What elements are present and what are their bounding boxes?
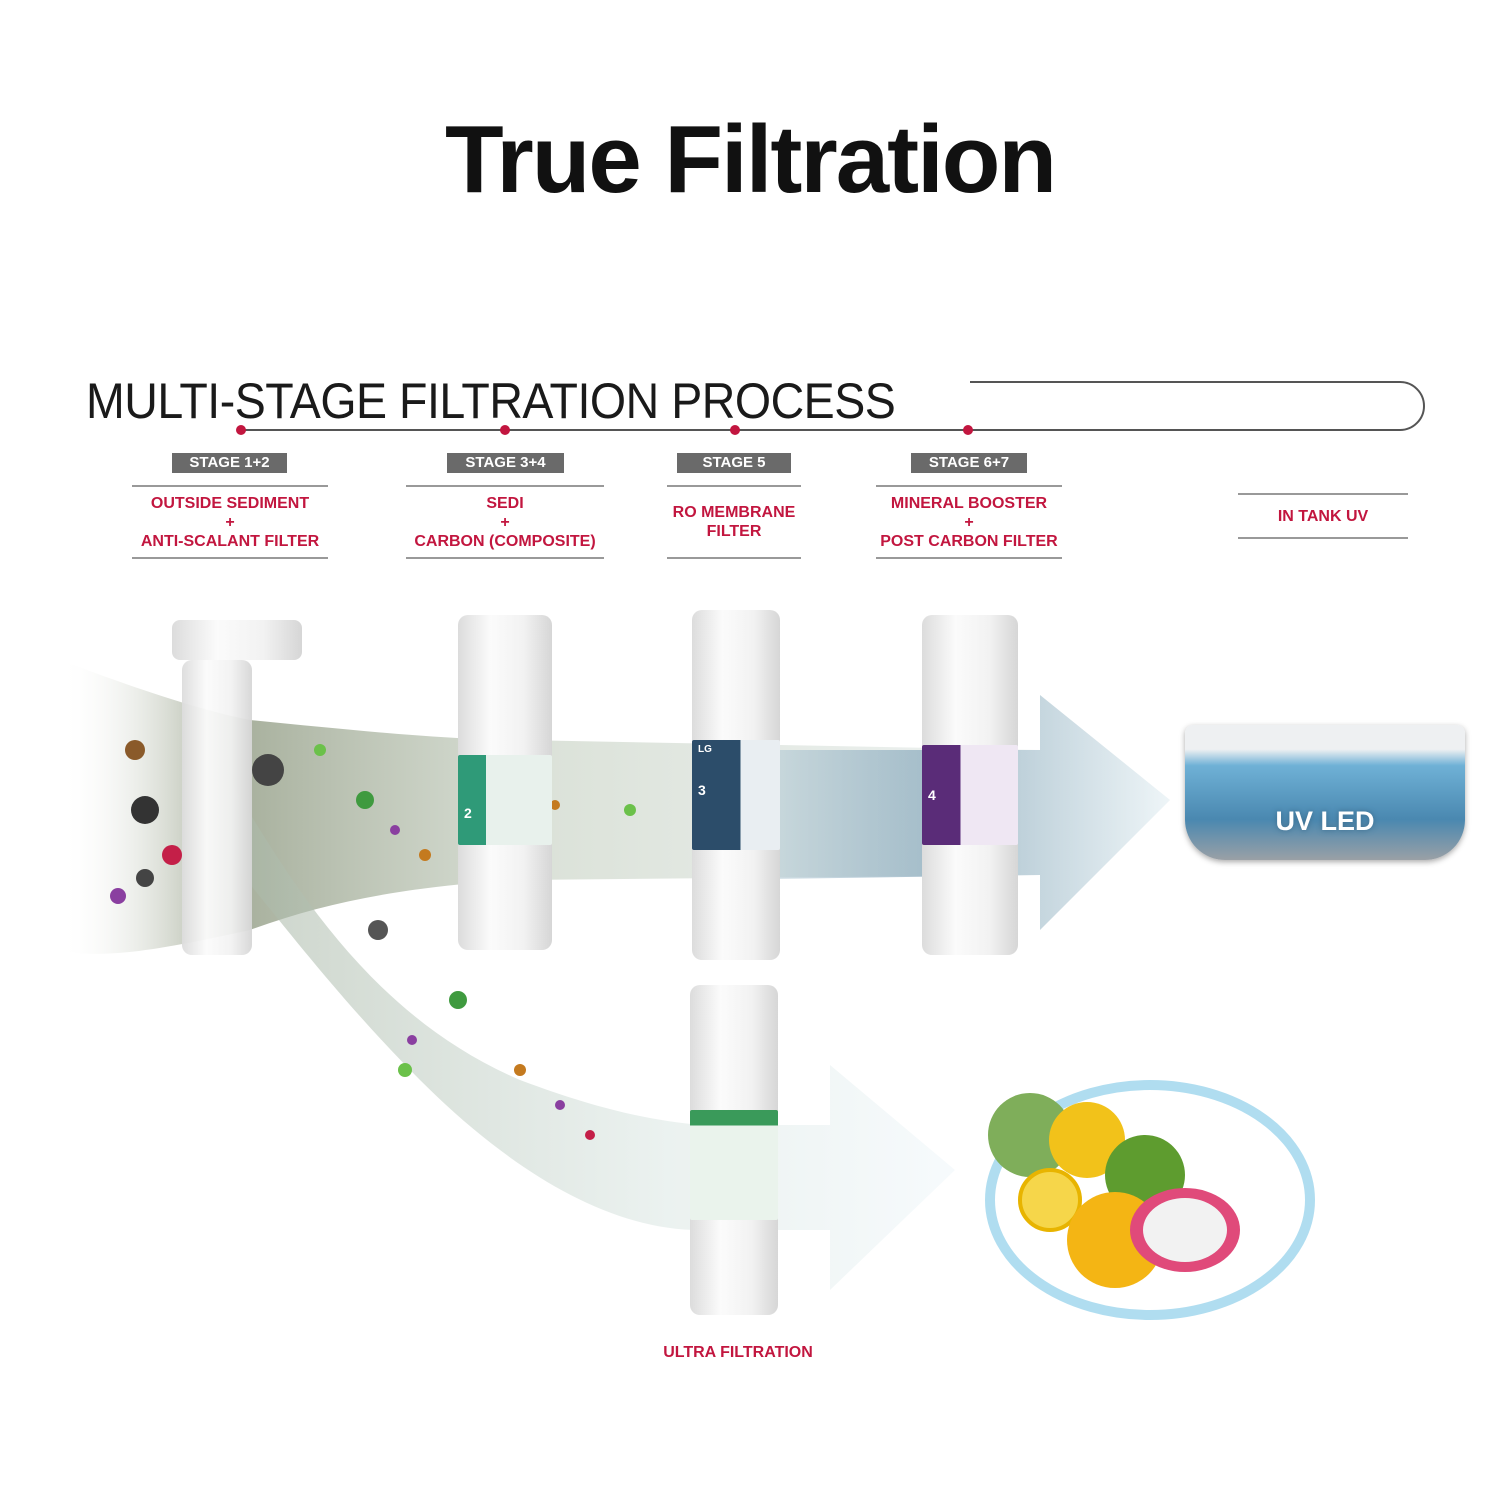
in-tank-uv-description: IN TANK UV bbox=[1238, 493, 1408, 539]
stage-text: ANTI-SCALANT FILTER bbox=[140, 532, 320, 550]
cartridge-number: 4 bbox=[928, 787, 936, 803]
stage-3-4-description: SEDI + CARBON (COMPOSITE) bbox=[406, 485, 604, 559]
sediment-filter-housing bbox=[182, 660, 252, 955]
stage-text: RO MEMBRANE bbox=[672, 504, 796, 521]
stage-badge: STAGE 5 bbox=[677, 453, 791, 473]
sediment-housing-cap bbox=[152, 620, 322, 660]
ro-membrane-cartridge: LG 3 bbox=[692, 610, 780, 960]
stage-1-2-description: OUTSIDE SEDIMENT + ANTI-SCALANT FILTER bbox=[132, 485, 328, 559]
stage-plus: + bbox=[964, 513, 974, 531]
stage-badge: STAGE 1+2 bbox=[172, 453, 287, 473]
stage-text: MINERAL BOOSTER bbox=[890, 494, 1048, 512]
stage-6-7-description: MINERAL BOOSTER + POST CARBON FILTER bbox=[876, 485, 1062, 559]
timeline-dot bbox=[963, 425, 973, 435]
stage-badge: STAGE 6+7 bbox=[911, 453, 1027, 473]
stage-text: CARBON (COMPOSITE) bbox=[414, 532, 596, 550]
cartridge-label: LG 3 bbox=[692, 740, 780, 850]
stage-plus: + bbox=[225, 513, 235, 531]
stage-text: FILTER bbox=[706, 523, 762, 540]
cartridge-number: 3 bbox=[698, 782, 706, 798]
timeline-dot bbox=[236, 425, 246, 435]
ultra-filtration-label: ULTRA FILTRATION bbox=[663, 1344, 813, 1361]
uv-tank bbox=[1185, 725, 1465, 860]
cartridge-label: 2 bbox=[458, 755, 552, 845]
stage-text: SEDI bbox=[486, 494, 524, 512]
stage-5-description: RO MEMBRANE FILTER bbox=[667, 485, 801, 559]
contaminant-particles bbox=[110, 740, 636, 1140]
page-title: True Filtration bbox=[444, 106, 1057, 213]
upper-stream bbox=[60, 660, 1170, 954]
ultra-filtration-cartridge bbox=[690, 985, 778, 1315]
cartridge-label: 4 bbox=[922, 745, 1018, 845]
stage-badge: STAGE 3+4 bbox=[447, 453, 564, 473]
stage-text: POST CARBON FILTER bbox=[880, 532, 1058, 550]
cartridge-label bbox=[690, 1110, 778, 1220]
timeline-dot bbox=[730, 425, 740, 435]
lemon bbox=[1049, 1102, 1125, 1178]
timeline-dot bbox=[500, 425, 510, 435]
mineral-booster-cartridge: 4 bbox=[922, 615, 1018, 955]
stage-text: IN TANK UV bbox=[1277, 507, 1369, 525]
filter-cartridge-stage-3-4: 2 bbox=[458, 615, 552, 950]
brand-logo: LG bbox=[698, 744, 712, 755]
cartridge-number: 2 bbox=[464, 805, 472, 821]
stage-plus: + bbox=[500, 513, 510, 531]
process-heading: MULTI-STAGE FILTRATION PROCESS bbox=[86, 373, 896, 429]
uv-led-label: UV LED bbox=[1275, 806, 1375, 836]
fruit-splash-illustration bbox=[985, 1080, 1315, 1320]
stage-text: OUTSIDE SEDIMENT bbox=[150, 494, 310, 512]
lettuce bbox=[988, 1093, 1072, 1177]
timeline-line bbox=[236, 381, 1425, 435]
